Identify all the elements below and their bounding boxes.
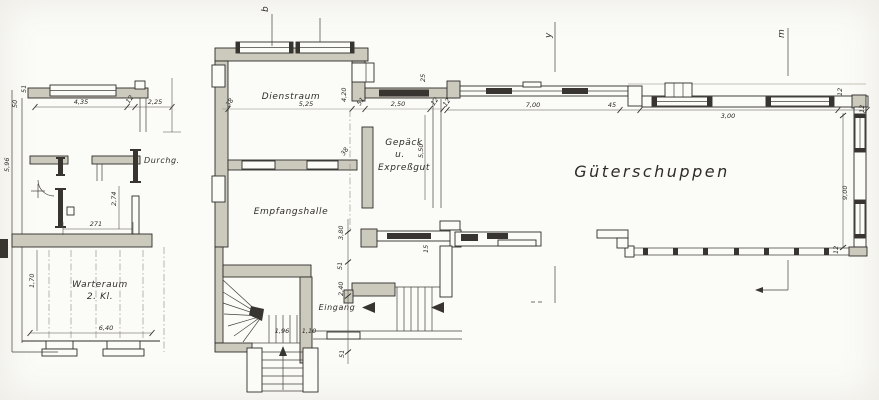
dim-mb-380: 3,80 bbox=[337, 226, 345, 240]
dim-mb-550: 5,50 bbox=[417, 144, 425, 158]
label-empfangshalle: Empfangshalle bbox=[254, 207, 329, 217]
dim-mb-51: 51 bbox=[355, 96, 366, 107]
dim-gs-12-bottom: 12 bbox=[832, 246, 840, 254]
dim-mb-51-hall: 51 bbox=[336, 262, 344, 270]
dim-mb-25: 25 bbox=[419, 74, 427, 82]
left-wing-walls bbox=[0, 80, 160, 357]
marker-y: y bbox=[544, 32, 554, 39]
label-durchgang: Durchg. bbox=[144, 156, 180, 165]
middle-building-walls bbox=[211, 18, 462, 340]
dim-lw-12: 12 bbox=[124, 94, 135, 105]
section-marker-letters: b y m bbox=[261, 6, 787, 39]
scan-artifact bbox=[0, 239, 8, 258]
left-wing-dimensions bbox=[27, 78, 181, 337]
dim-mb-420: 4,20 bbox=[340, 88, 348, 102]
dim-lw-225: 2,25 bbox=[148, 98, 162, 106]
dim-gs-700: 7,00 bbox=[526, 101, 540, 109]
warteraum-floor-lines bbox=[48, 247, 165, 352]
dim-mb-250: 2,50 bbox=[391, 100, 405, 108]
dimension-texts: 51 50 4,35 12 2,25 5,96 271 2,74 1,70 6,… bbox=[3, 74, 866, 358]
label-eingang: Eingang bbox=[319, 303, 356, 312]
room-labels: Dienstraum Empfangshalle Gepäck u. Expre… bbox=[72, 92, 729, 312]
middle-building-dimensions bbox=[222, 105, 446, 364]
label-dienstraum: Dienstraum bbox=[262, 92, 321, 102]
dim-lw-51: 51 bbox=[20, 85, 28, 93]
dim-mb-38-mid: 38 bbox=[339, 146, 350, 157]
dim-mb-110: 1,10 bbox=[302, 327, 316, 335]
dim-lw-435: 4,35 bbox=[74, 98, 88, 106]
dim-lw-271: 271 bbox=[90, 220, 102, 228]
dim-lw-170: 1,70 bbox=[28, 274, 36, 288]
gueterschuppen-dimensions bbox=[444, 106, 870, 251]
dim-lw-596: 5,96 bbox=[3, 158, 11, 172]
side-door-arrow bbox=[431, 302, 444, 313]
stair-up-arrow bbox=[279, 346, 287, 356]
stair-landing-mark bbox=[249, 306, 264, 321]
dim-gs-300: 3,00 bbox=[721, 112, 735, 120]
dim-gs-12-left: 12 bbox=[441, 97, 452, 108]
entrance-arrow bbox=[362, 302, 375, 313]
dim-gs-12-corner: 12 bbox=[836, 88, 844, 96]
marker-b: b bbox=[261, 6, 271, 12]
label-gueterschuppen: Güterschuppen bbox=[574, 162, 729, 181]
dim-mb-196: 1,96 bbox=[275, 327, 289, 335]
dim-lw-640: 6,40 bbox=[99, 324, 113, 332]
gueterschuppen-walls bbox=[454, 81, 869, 258]
label-gepaeck-3: Expreßgut bbox=[378, 163, 430, 173]
dim-lw-274: 2,74 bbox=[110, 192, 118, 206]
label-warteraum-2: 2. Kl. bbox=[87, 292, 113, 302]
dim-mb-38-left: 38 bbox=[224, 97, 235, 108]
section-lines bbox=[271, 14, 789, 303]
dim-lw-50: 50 bbox=[11, 100, 19, 108]
section-arrow bbox=[755, 287, 763, 293]
dim-gs-900: 9,00 bbox=[841, 186, 849, 200]
dim-gs-45: 45 bbox=[608, 101, 616, 109]
dim-mb-240: 2,40 bbox=[337, 282, 345, 296]
marker-m: m bbox=[777, 29, 787, 38]
stair-block bbox=[214, 246, 319, 393]
dim-mb-525: 5,25 bbox=[299, 100, 313, 108]
dim-mb-12: 12 bbox=[429, 96, 440, 107]
dim-mb-51-stair: 51 bbox=[338, 350, 346, 358]
label-gepaeck-2: u. bbox=[395, 150, 405, 160]
dim-mb-15: 15 bbox=[422, 245, 430, 253]
dim-gs-12-right: 12 bbox=[858, 105, 866, 113]
label-gepaeck-1: Gepäck bbox=[385, 138, 423, 148]
label-warteraum-1: Warteraum bbox=[72, 280, 128, 290]
